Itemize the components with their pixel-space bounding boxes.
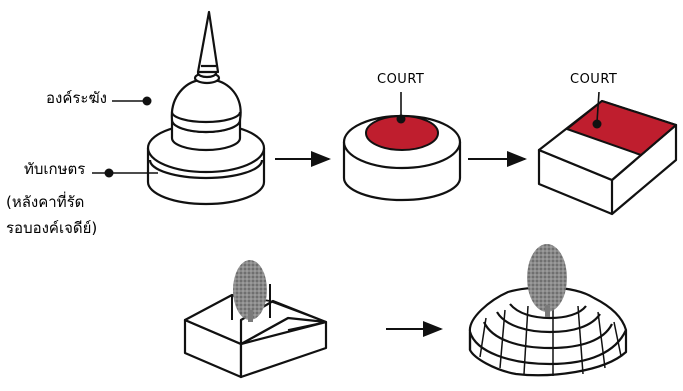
court-label-right: COURT — [570, 72, 618, 87]
base-label-line2: (หลังคาที่รัด — [6, 193, 85, 211]
base-label-line3: รอบองค์เจดีย์) — [6, 219, 98, 237]
label-leaders — [92, 96, 158, 178]
l-shaped-building-drawing — [183, 293, 328, 379]
square-court-drawing — [537, 91, 678, 216]
tree-right — [527, 244, 567, 317]
round-court-drawing — [342, 92, 462, 202]
terraced-fan-drawing — [468, 286, 628, 377]
stupa-drawing — [146, 10, 266, 206]
tree-left — [233, 260, 267, 322]
base-label-line1: ทับเกษตร — [24, 160, 86, 178]
court-label-middle: COURT — [377, 72, 425, 87]
spire-label: องค์ระฆัง — [46, 89, 107, 107]
process-arrows — [275, 151, 527, 337]
